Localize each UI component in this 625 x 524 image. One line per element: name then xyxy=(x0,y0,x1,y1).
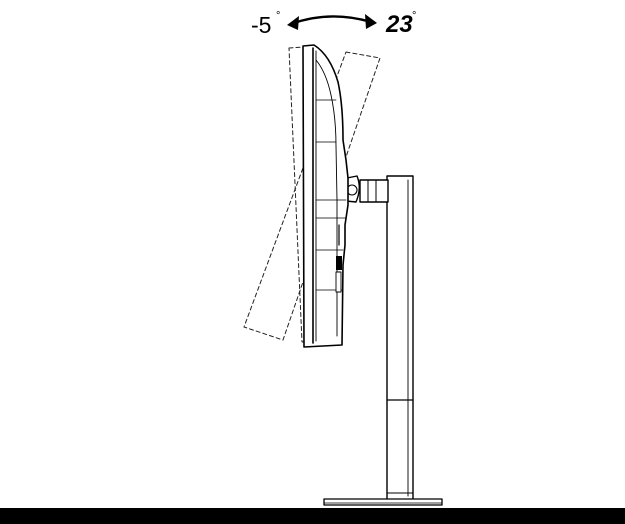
max-tilt-degree-symbol: ° xyxy=(412,10,417,22)
tilted-back-panel-outline xyxy=(243,51,381,341)
min-tilt-angle-label: -5 xyxy=(251,12,272,38)
stand-column xyxy=(386,175,414,501)
tilt-arrow xyxy=(287,14,377,30)
monitor-panel xyxy=(302,44,349,348)
floor-surface xyxy=(0,508,625,524)
max-tilt-angle-label: 23 xyxy=(386,11,413,38)
stand-base xyxy=(323,498,443,506)
min-tilt-degree-symbol: ° xyxy=(276,10,281,22)
stand-hinge xyxy=(345,175,389,203)
